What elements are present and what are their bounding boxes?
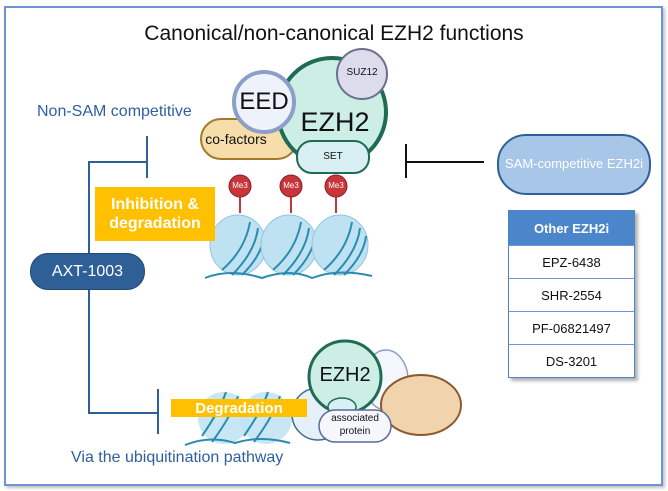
eed-label: EED <box>239 88 289 115</box>
bracket-upper-line <box>88 161 147 255</box>
non-sam-label: Non-SAM competitive <box>37 103 192 120</box>
set-label: SET <box>323 151 343 162</box>
bracket-lower-line <box>88 288 158 414</box>
eed-circle <box>232 70 296 134</box>
me3-marker <box>279 174 303 198</box>
nucleosomes-top <box>204 214 373 280</box>
set-domain <box>296 140 370 174</box>
me3-label: Me3 <box>283 181 299 190</box>
sam-competitive-pill: SAM-competitive EZH2i <box>497 134 651 195</box>
associated-protein-label: associated protein <box>319 412 391 438</box>
table-header: Other EZH2i <box>509 211 634 245</box>
dna-strand <box>204 271 373 280</box>
me3-label: Me3 <box>232 181 248 190</box>
suz12-label: SUZ12 <box>346 67 378 78</box>
suz12-circle <box>336 48 388 100</box>
associated-protein-large <box>380 374 462 436</box>
associated-line2: protein <box>339 426 371 437</box>
me3-label: Me3 <box>328 181 344 190</box>
axt-1003-pill: AXT-1003 <box>30 253 145 290</box>
table-row: SHR-2554 <box>509 278 634 311</box>
ezh2-lower-label: EZH2 <box>319 364 371 386</box>
figure-title: Canonical/non-canonical EZH2 functions <box>144 22 524 45</box>
ubiquitination-label: Via the ubiquitination pathway <box>71 449 284 466</box>
me3-markers <box>228 174 348 213</box>
nucleosome <box>311 214 369 276</box>
me3-marker <box>228 174 252 198</box>
inhibition-degradation-box: Inhibition & degradation <box>95 187 215 241</box>
table-row: DS-3201 <box>509 344 634 377</box>
ezh2-label: EZH2 <box>300 107 370 137</box>
table-row: EPZ-6438 <box>509 245 634 278</box>
cofactors-label: co-factors <box>205 131 267 147</box>
other-ezh2i-table: Other EZH2i EPZ-6438 SHR-2554 PF-0682149… <box>508 210 635 378</box>
associated-protein-box <box>318 409 392 443</box>
table-row: PF-06821497 <box>509 311 634 344</box>
nucleosome <box>209 214 267 276</box>
me3-marker <box>324 174 348 198</box>
degradation-box: Degradation <box>171 399 307 417</box>
nucleosome <box>260 214 318 276</box>
associated-line1: associated <box>331 413 379 424</box>
